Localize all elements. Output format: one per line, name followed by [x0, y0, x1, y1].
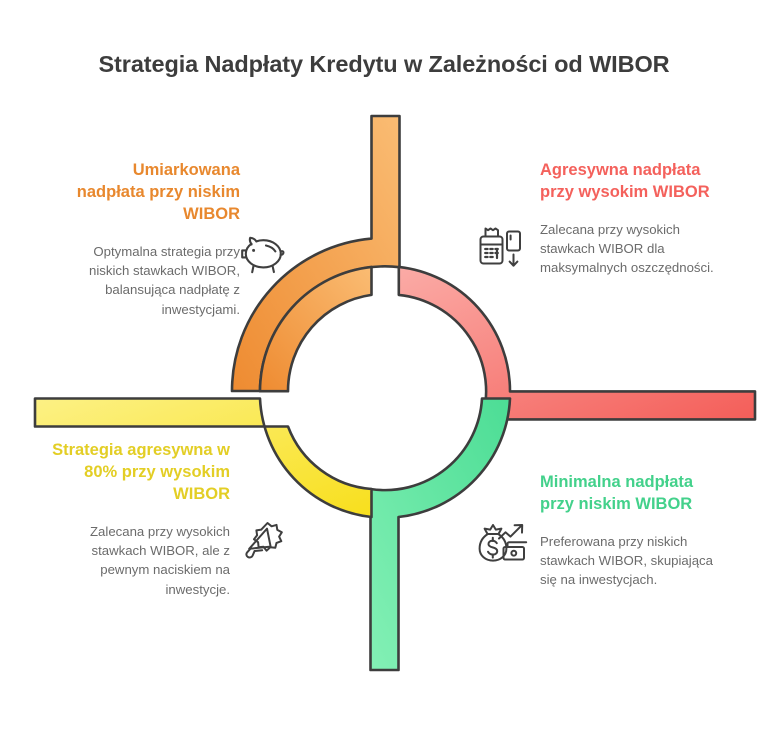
piggy-bank-icon: [237, 228, 289, 280]
segment-heading-moderate-low-wibor: Umiarkowana nadpłata przy niskim WIBOR: [76, 161, 240, 223]
segment-block-aggressive-80-high-wibor: Strategia agresywna w 80% przy wysokim W…: [52, 440, 230, 599]
segment-body-aggressive-high-wibor: Zalecana przy wysokich stawkach WIBOR dl…: [540, 221, 714, 276]
segment-block-aggressive-high-wibor: Agresywna nadpłata przy wysokim WIBOR Za…: [540, 160, 718, 278]
megaphone-icon: [237, 518, 289, 570]
segment-heading-aggressive-high-wibor: Agresywna nadpłata przy wysokim WIBOR: [540, 161, 710, 201]
payment-terminal-icon: [474, 222, 526, 274]
arc-segment-red: [397, 265, 757, 421]
segment-block-minimal-low-wibor: Minimalna nadpłata przy niskim WIBOR Pre…: [540, 472, 730, 590]
arc-segment-orange-band: [258, 265, 373, 393]
page-title: Strategia Nadpłaty Kredytu w Zależności …: [98, 51, 670, 77]
segment-heading-minimal-low-wibor: Minimalna nadpłata przy niskim WIBOR: [540, 473, 694, 513]
money-bag-growth-icon: [477, 518, 529, 570]
segment-body-aggressive-80-high-wibor: Zalecana przy wysokich stawkach WIBOR, a…: [90, 523, 230, 597]
segment-body-moderate-low-wibor: Optymalna strategia przy niskich stawkac…: [89, 243, 240, 317]
segment-block-moderate-low-wibor: Umiarkowana nadpłata przy niskim WIBOR O…: [62, 160, 240, 319]
segment-body-minimal-low-wibor: Preferowana przy niskich stawkach WIBOR,…: [540, 533, 713, 588]
segment-heading-aggressive-80-high-wibor: Strategia agresywna w 80% przy wysokim W…: [52, 441, 230, 503]
